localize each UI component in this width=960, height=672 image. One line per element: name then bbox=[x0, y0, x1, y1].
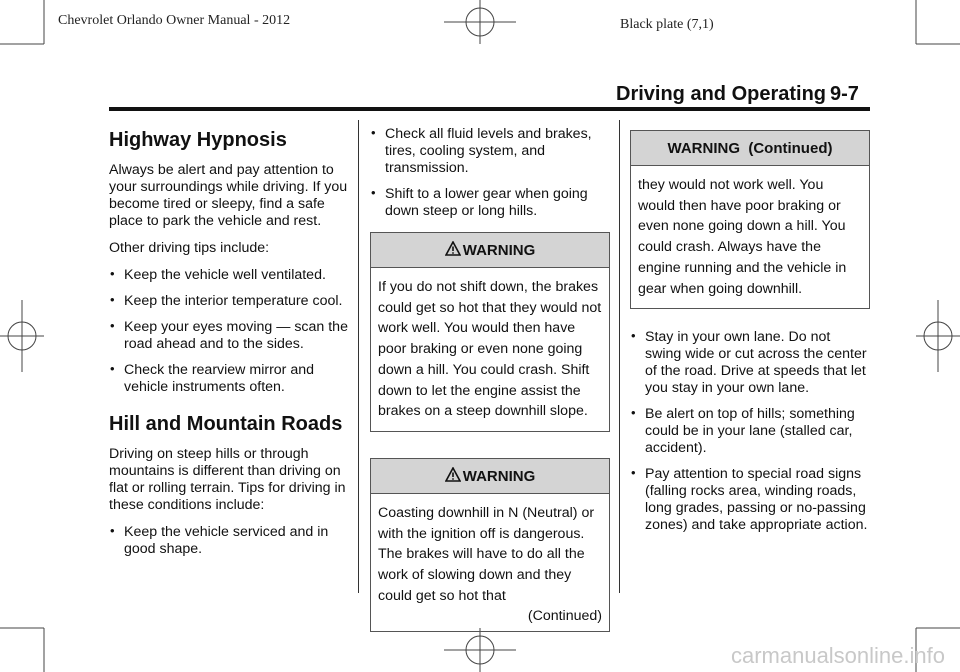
column-2: Check all fluid levels and brakes, tires… bbox=[370, 124, 610, 644]
warning-text: If you do not shift down, the brakes cou… bbox=[378, 279, 602, 420]
list-item: Be alert on top of hills; something coul… bbox=[630, 404, 870, 457]
list-item: Pay attention to special road signs (fal… bbox=[630, 464, 870, 534]
column-3: WARNING (Continued) they would not work … bbox=[630, 128, 870, 543]
header-rule bbox=[109, 107, 870, 111]
warning-title: WARNING bbox=[462, 467, 536, 485]
list-item: Check the rearview mirror and vehicle in… bbox=[109, 360, 349, 396]
plate-label: Black plate (7,1) bbox=[620, 17, 714, 32]
list-item: Stay in your own lane. Do not swing wide… bbox=[630, 327, 870, 397]
list-item: Keep the interior temperature cool. bbox=[109, 291, 349, 310]
paragraph: Driving on steep hills or through mounta… bbox=[109, 446, 346, 513]
column-divider bbox=[619, 120, 620, 593]
warning-triangle-icon bbox=[444, 466, 461, 482]
warning-box: WARNING Coasting downhill in N (Neutral)… bbox=[370, 457, 610, 633]
continued-label: (Continued) bbox=[527, 608, 602, 625]
column-1: Highway Hypnosis Always be alert and pay… bbox=[109, 128, 349, 567]
section-title: Driving and Operating bbox=[616, 83, 827, 105]
bullet-list: Keep the vehicle serviced and in good sh… bbox=[109, 522, 349, 558]
list-item: Keep your eyes moving — scan the road ah… bbox=[109, 317, 349, 353]
list-item: Keep the vehicle well ventilated. bbox=[109, 265, 349, 284]
bullet-list: Keep the vehicle well ventilated. Keep t… bbox=[109, 265, 349, 396]
heading-highway-hypnosis: Highway Hypnosis bbox=[109, 129, 287, 151]
column-divider bbox=[358, 120, 359, 593]
paragraph: Always be alert and pay attention to you… bbox=[109, 162, 348, 229]
list-item: Check all fluid levels and brakes, tires… bbox=[370, 124, 610, 177]
warning-text: they would not work well. You would then… bbox=[638, 177, 847, 297]
watermark: carmanualsonline.info bbox=[731, 643, 945, 668]
warning-box: WARNING If you do not shift down, the br… bbox=[370, 232, 610, 432]
list-item: Keep the vehicle serviced and in good sh… bbox=[109, 522, 349, 558]
warning-header: WARNING bbox=[371, 458, 609, 494]
bullet-list: Check all fluid levels and brakes, tires… bbox=[370, 124, 610, 220]
warning-text: Coasting downhill in N (Neutral) or with… bbox=[371, 494, 609, 631]
warning-header: WARNING bbox=[371, 233, 609, 268]
warning-triangle-icon bbox=[444, 241, 461, 256]
page-number: 9-7 bbox=[830, 83, 859, 105]
list-item: Shift to a lower gear when going down st… bbox=[370, 184, 610, 220]
paragraph: Other driving tips include: bbox=[109, 240, 270, 256]
warning-header: WARNING (Continued) bbox=[631, 131, 869, 166]
heading-hill-mountain-roads: Hill and Mountain Roads bbox=[109, 413, 343, 435]
warning-paragraph: Coasting downhill in N (Neutral) or with… bbox=[378, 504, 595, 604]
warning-box-continued: WARNING (Continued) they would not work … bbox=[630, 130, 870, 310]
manual-title: Chevrolet Orlando Owner Manual - 2012 bbox=[58, 13, 291, 28]
warning-title: WARNING bbox=[462, 242, 536, 259]
bullet-list: Stay in your own lane. Do not swing wide… bbox=[630, 327, 870, 534]
